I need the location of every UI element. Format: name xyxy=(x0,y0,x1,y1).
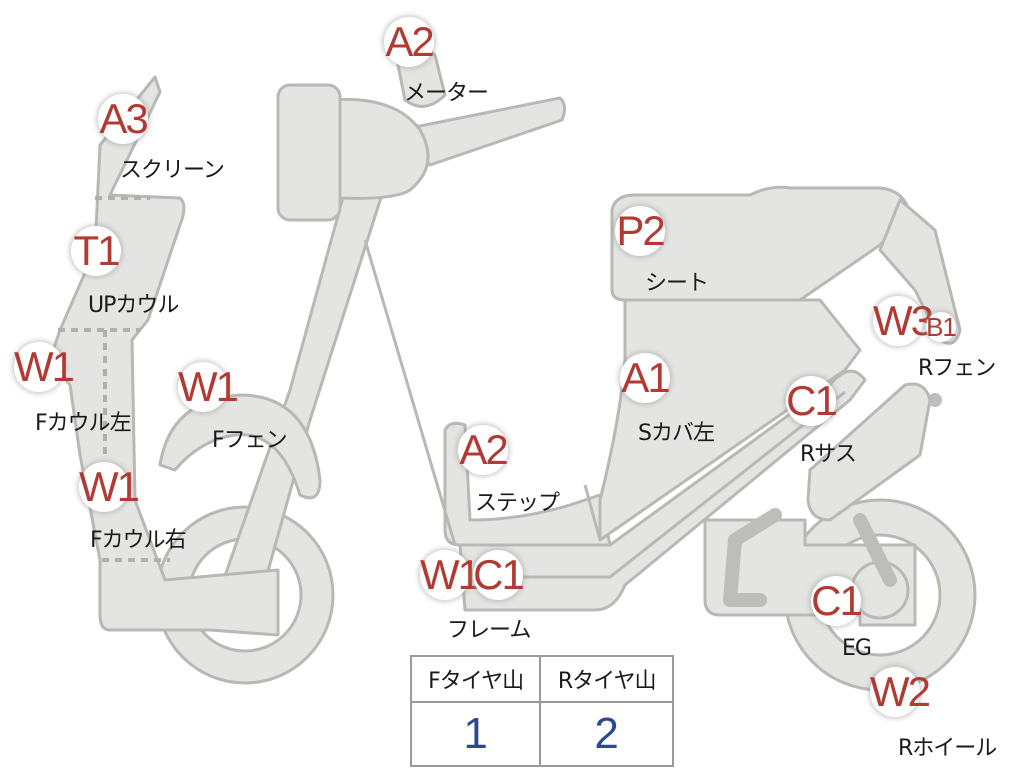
screen-label: スクリーン xyxy=(120,158,225,183)
engine-label: EG xyxy=(842,636,872,661)
r-fender-label: Rフェン xyxy=(918,356,996,381)
rear-tire-tread-value: 2 xyxy=(539,701,674,767)
r-fender-code2-badge: B1 xyxy=(926,312,957,342)
f-cowl-left-code-badge: W1 xyxy=(14,342,75,392)
tire-tread-table: Fタイヤ山 Rタイヤ山 1 2 xyxy=(409,655,674,767)
up-cowl-label: UPカウル xyxy=(88,293,179,318)
s-cover-left-code-badge: A1 xyxy=(620,353,671,403)
tire-tread-header-row: Fタイヤ山 Rタイヤ山 xyxy=(409,655,674,703)
front-tire-tread-value: 1 xyxy=(409,701,542,767)
s-cover-left-label: Sカバ左 xyxy=(638,421,715,446)
rear-tire-tread-header: Rタイヤ山 xyxy=(539,655,674,703)
r-suspension-code-badge: C1 xyxy=(786,376,838,426)
r-wheel-label: Rホイール xyxy=(898,736,997,761)
up-cowl-code-badge: T1 xyxy=(71,226,121,276)
meter-code-badge: A2 xyxy=(384,17,435,67)
handlebar-shape xyxy=(276,83,567,222)
f-cowl-right-label: Fカウル右 xyxy=(90,528,187,553)
screen-code-badge: A3 xyxy=(98,94,149,144)
frame-shape xyxy=(458,369,867,612)
seat-shape xyxy=(610,185,912,302)
step-code-badge: A2 xyxy=(458,425,509,475)
r-wheel-code-badge: W2 xyxy=(870,667,931,717)
f-fender-label: Fフェン xyxy=(212,428,288,453)
rear-suspension-shape xyxy=(806,382,942,587)
front-tire-tread-header: Fタイヤ山 xyxy=(409,655,542,703)
f-fender-code-badge: W1 xyxy=(178,362,239,412)
tire-tread-value-row: 1 2 xyxy=(409,701,674,767)
step-shape xyxy=(443,421,612,547)
r-suspension-label: Rサス xyxy=(800,442,857,467)
engine-code-badge: C1 xyxy=(811,576,863,626)
meter-label: メーター xyxy=(404,81,489,106)
frame-code-badge: W1 xyxy=(420,550,481,600)
seat-code-badge: P2 xyxy=(615,206,666,256)
seat-label: シート xyxy=(645,271,709,296)
r-fender-code-badge: W3 xyxy=(873,296,934,346)
step-label: ステップ xyxy=(475,491,560,516)
frame-label: フレーム xyxy=(447,618,531,643)
f-cowl-left-label: Fカウル左 xyxy=(35,411,132,436)
frame-code2-badge: C1 xyxy=(473,550,525,600)
f-cowl-right-code-badge: W1 xyxy=(79,462,140,512)
